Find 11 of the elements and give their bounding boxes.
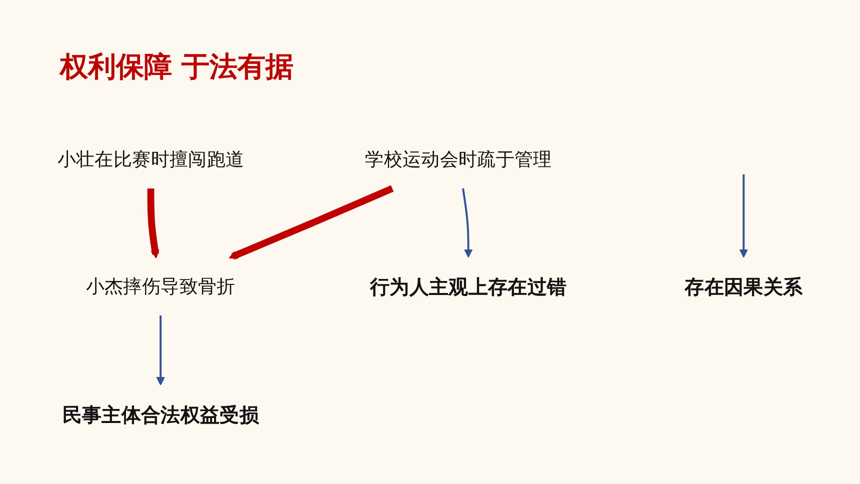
arrow xyxy=(228,185,394,260)
arrow xyxy=(739,174,748,258)
title: 权利保障 于法有据 xyxy=(60,49,294,85)
node-text: 存在因果关系 xyxy=(684,274,803,299)
node-text: 学校运动会时疏于管理 xyxy=(365,148,552,170)
node-text: 小杰摔伤导致骨折 xyxy=(86,276,236,298)
arrow xyxy=(147,188,160,258)
node-text: 小壮在比赛时擅闯跑道 xyxy=(57,148,244,170)
arrow xyxy=(156,316,165,386)
node-text: 民事主体合法权益受损 xyxy=(62,402,259,426)
arrow xyxy=(462,188,473,258)
